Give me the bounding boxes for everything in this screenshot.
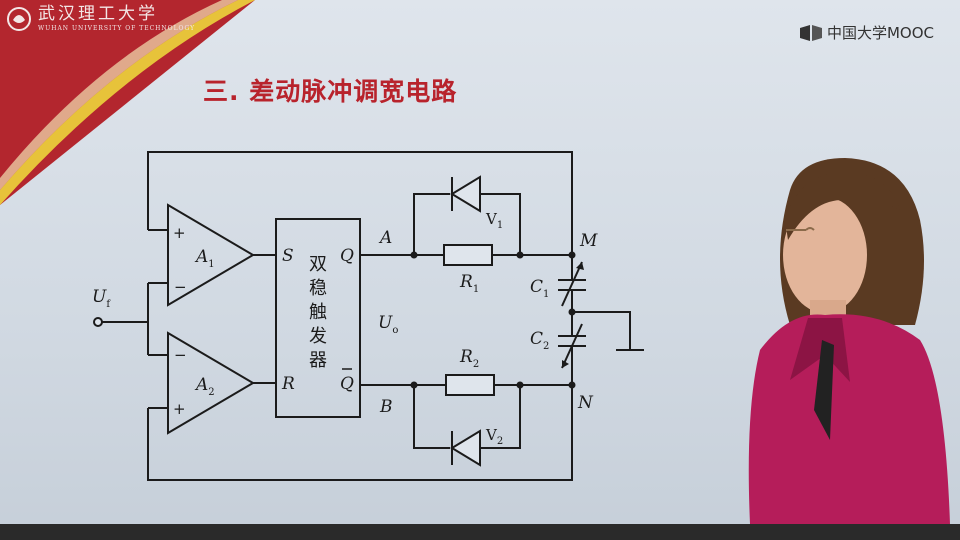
flipflop-char-4: 发 bbox=[309, 326, 327, 347]
cap-c2-arrow bbox=[561, 323, 583, 369]
input-terminal bbox=[93, 317, 103, 327]
opamp-a2-label: A2 bbox=[194, 375, 215, 398]
flipflop-output-q: Q bbox=[340, 246, 354, 266]
opamp-a2-minus: − bbox=[174, 346, 187, 364]
mooc-logo-icon bbox=[799, 24, 822, 41]
diode-v1-symbol bbox=[450, 175, 481, 213]
mooc-watermark: 中国大学MOOC bbox=[799, 22, 934, 43]
wire-top-feedback bbox=[147, 151, 573, 255]
opamp-a2-plus: + bbox=[173, 400, 186, 418]
opamp-a2-symbol bbox=[167, 331, 255, 435]
junction-b-left bbox=[410, 381, 418, 389]
university-name-en: WUHAN UNIVERSITY OF TECHNOLOGY bbox=[38, 25, 196, 32]
flipflop-char-1: 双 bbox=[309, 254, 327, 275]
cap-c1-label: C1 bbox=[530, 277, 549, 300]
bottom-strip bbox=[0, 524, 960, 540]
junction-m bbox=[568, 251, 576, 259]
cap-c2-label: C2 bbox=[530, 329, 549, 352]
flipflop-char-3: 触 bbox=[309, 302, 327, 323]
flipflop-input-r: R bbox=[281, 374, 295, 394]
mooc-label: 中国大学MOOC bbox=[826, 24, 934, 42]
cap-c1-arrow bbox=[561, 261, 583, 307]
university-logo-icon bbox=[7, 7, 31, 31]
flipflop-char-2: 稳 bbox=[309, 278, 327, 299]
diode-v2-symbol bbox=[450, 429, 481, 467]
wire-d1-branch bbox=[413, 193, 521, 255]
resistor-r2-label: R2 bbox=[459, 347, 479, 370]
output-label: Uo bbox=[378, 313, 398, 336]
resistor-r1-label: R1 bbox=[459, 272, 479, 295]
node-m-label: M bbox=[579, 231, 598, 251]
flipflop-output-qbar: Q bbox=[340, 374, 354, 394]
junction-b-right bbox=[516, 381, 524, 389]
junction-a-left bbox=[410, 251, 418, 259]
resistor-r1-symbol bbox=[443, 244, 493, 266]
flipflop-input-s: S bbox=[282, 246, 294, 266]
flipflop-char-5: 器 bbox=[309, 350, 327, 371]
node-a-label: A bbox=[378, 228, 392, 248]
diode-v1-label: V1 bbox=[485, 210, 503, 231]
resistor-r2-symbol bbox=[445, 374, 495, 396]
node-n-label: N bbox=[577, 393, 594, 413]
junction-n bbox=[568, 381, 576, 389]
wire-ground bbox=[572, 311, 644, 351]
input-label: Uf bbox=[92, 287, 111, 310]
wire-a1-minus bbox=[147, 282, 168, 356]
opamp-a1-symbol bbox=[167, 203, 255, 307]
wire-bottom-feedback bbox=[147, 385, 573, 481]
opamp-a1-plus: + bbox=[173, 224, 186, 242]
university-name-cn: 武汉理工大学 bbox=[38, 4, 158, 24]
slide-title: 三. 差动脉冲调宽电路 bbox=[203, 77, 458, 106]
university-logo: 武汉理工大学 WUHAN UNIVERSITY OF TECHNOLOGY bbox=[6, 6, 195, 32]
node-b-label: B bbox=[379, 397, 393, 417]
junction-mid bbox=[568, 308, 576, 316]
opamp-a1-label: A1 bbox=[194, 247, 215, 270]
presenter-figure bbox=[748, 158, 950, 524]
flipflop-box bbox=[275, 218, 361, 418]
junction-a-right bbox=[516, 251, 524, 259]
wire-d2-branch bbox=[413, 385, 521, 449]
diode-v2-label: V2 bbox=[485, 426, 503, 447]
opamp-a1-minus: − bbox=[174, 278, 187, 296]
